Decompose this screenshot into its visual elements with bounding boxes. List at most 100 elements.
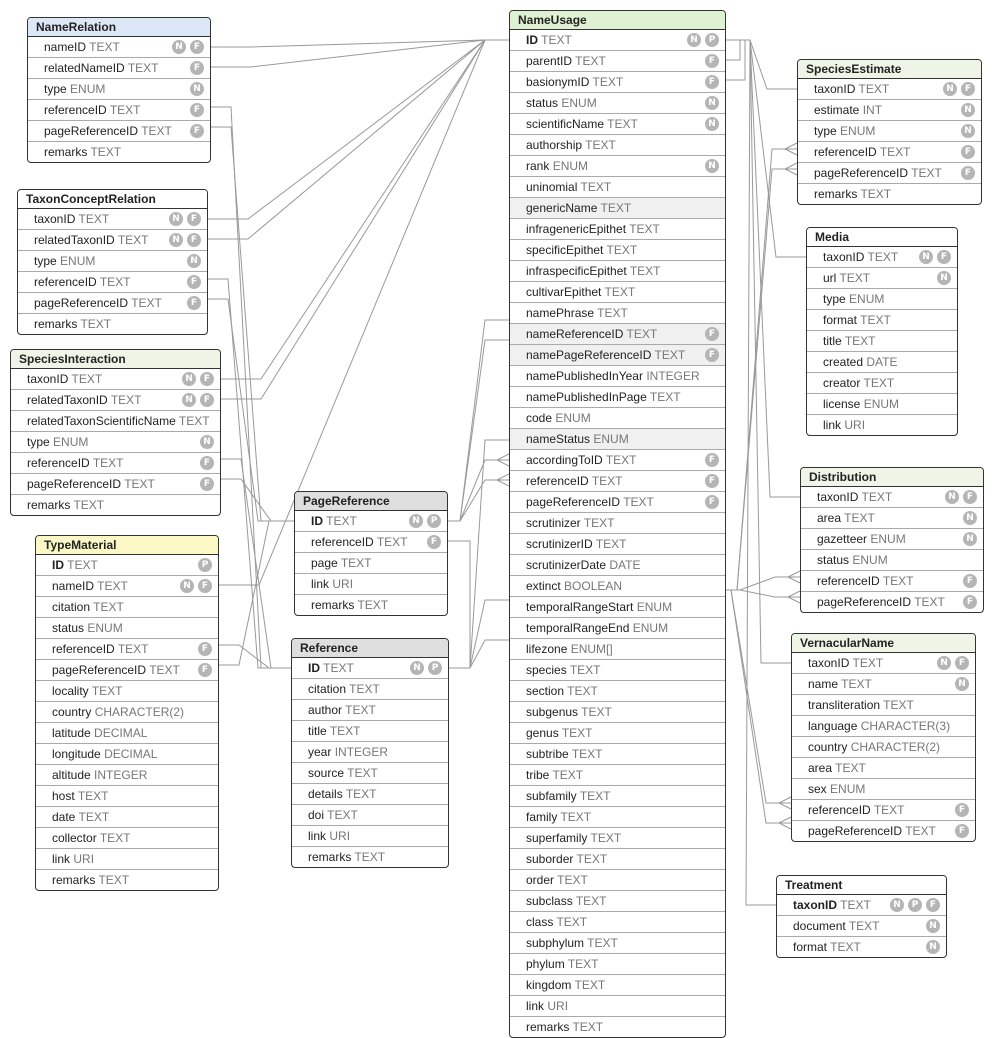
field-row[interactable]: specificEpithet TEXT xyxy=(510,239,725,260)
field-row[interactable]: link URI xyxy=(292,825,448,846)
field-row[interactable]: phylum TEXT xyxy=(510,953,725,974)
field-row[interactable]: code ENUM xyxy=(510,407,725,428)
field-row[interactable]: link URI xyxy=(510,995,725,1016)
field-row[interactable]: species TEXT xyxy=(510,659,725,680)
field-row[interactable]: temporalRangeStart ENUM xyxy=(510,596,725,617)
field-row[interactable]: genus TEXT xyxy=(510,722,725,743)
field-row[interactable]: locality TEXT xyxy=(36,680,218,701)
field-row[interactable]: section TEXT xyxy=(510,680,725,701)
field-row[interactable]: title TEXT xyxy=(292,720,448,741)
field-row[interactable]: order TEXT xyxy=(510,869,725,890)
field-row[interactable]: sex ENUM xyxy=(792,778,975,799)
field-row[interactable]: license ENUM xyxy=(807,393,957,414)
field-row[interactable]: scrutinizerDate DATE xyxy=(510,554,725,575)
field-row[interactable]: altitude INTEGER xyxy=(36,764,218,785)
field-row[interactable]: lifezone ENUM[] xyxy=(510,638,725,659)
field-row[interactable]: latitude DECIMAL xyxy=(36,722,218,743)
field-row[interactable]: title TEXT xyxy=(807,330,957,351)
field-row[interactable]: year INTEGER xyxy=(292,741,448,762)
field-row[interactable]: uninomial TEXT xyxy=(510,176,725,197)
field-row[interactable]: namePublishedInYear INTEGER xyxy=(510,365,725,386)
field-row[interactable]: country CHARACTER(2) xyxy=(792,736,975,757)
field-row[interactable]: extinct BOOLEAN xyxy=(510,575,725,596)
field-row[interactable]: cultivarEpithet TEXT xyxy=(510,281,725,302)
field-row[interactable]: namePublishedInPage TEXT xyxy=(510,386,725,407)
field-row[interactable]: page TEXT xyxy=(295,552,447,573)
field-row[interactable]: citation TEXT xyxy=(36,596,218,617)
field-row[interactable]: remarks TEXT xyxy=(36,869,218,890)
field-row[interactable]: created DATE xyxy=(807,351,957,372)
field-row[interactable]: remarks TEXT xyxy=(510,1016,725,1037)
field-row[interactable]: scrutinizer TEXT xyxy=(510,512,725,533)
field-row[interactable]: author TEXT xyxy=(292,699,448,720)
field-row[interactable]: status ENUM xyxy=(36,617,218,638)
field-row[interactable]: genericName TEXT xyxy=(510,197,725,218)
field-row[interactable]: date TEXT xyxy=(36,806,218,827)
field-row[interactable]: details TEXT xyxy=(292,783,448,804)
field-row[interactable]: country CHARACTER(2) xyxy=(36,701,218,722)
field-row[interactable]: subtribe TEXT xyxy=(510,743,725,764)
field-row[interactable]: citation TEXT xyxy=(292,678,448,699)
field-row[interactable]: scrutinizerID TEXT xyxy=(510,533,725,554)
field-row[interactable]: type ENUM xyxy=(807,288,957,309)
field-row[interactable]: subclass TEXT xyxy=(510,890,725,911)
field-row[interactable]: area TEXT xyxy=(792,757,975,778)
field-row[interactable]: creator TEXT xyxy=(807,372,957,393)
field-row[interactable]: class TEXT xyxy=(510,911,725,932)
field-row[interactable]: collector TEXT xyxy=(36,827,218,848)
field-row[interactable]: remarks TEXT xyxy=(292,846,448,867)
field-row[interactable]: longitude DECIMAL xyxy=(36,743,218,764)
field-row[interactable]: host TEXT xyxy=(36,785,218,806)
field-row[interactable]: infragenericEpithet TEXT xyxy=(510,218,725,239)
field-row[interactable]: relatedTaxonScientificName TEXT xyxy=(11,410,220,431)
field-row[interactable]: namePhrase TEXT xyxy=(510,302,725,323)
field-row[interactable]: tribe TEXT xyxy=(510,764,725,785)
field-row[interactable]: link URI xyxy=(36,848,218,869)
